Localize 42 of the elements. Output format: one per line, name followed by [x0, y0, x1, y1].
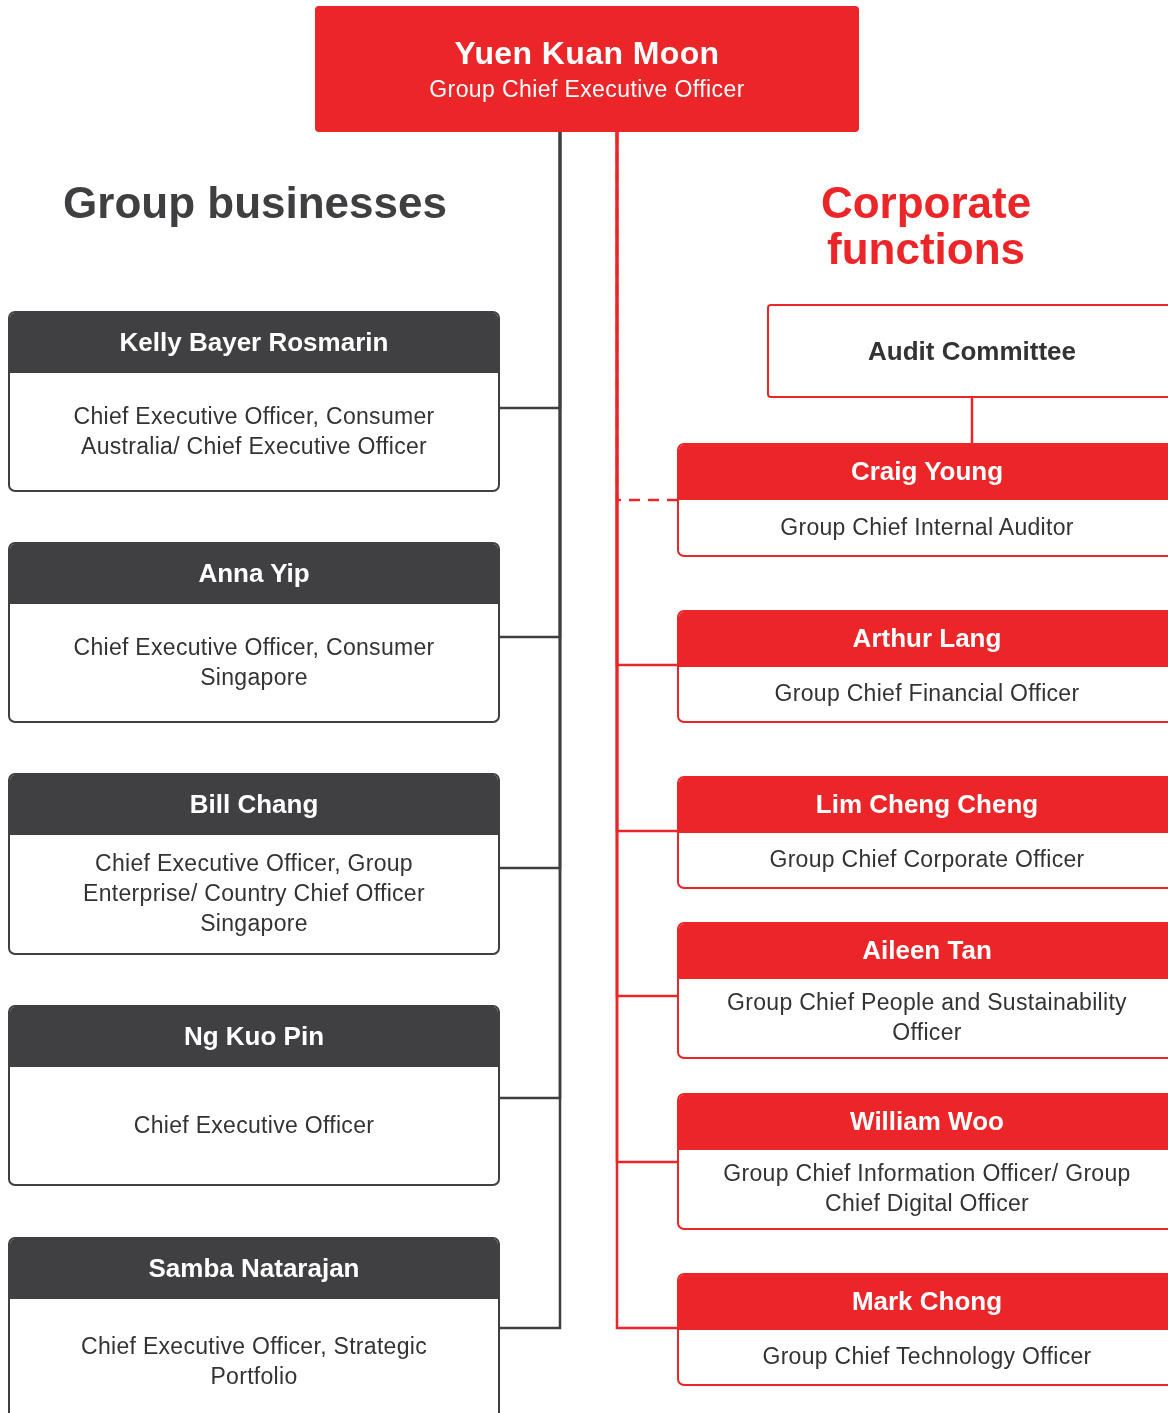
name-banner: Samba Natarajan	[10, 1239, 498, 1299]
org-card	[767, 304, 1168, 398]
committee-name: Audit Committee	[868, 335, 1076, 367]
org-card	[677, 610, 1168, 723]
job-title: Chief Executive Officer	[133, 1110, 375, 1140]
org-card	[677, 922, 1168, 1059]
org-card	[677, 776, 1168, 889]
job-title: Group Chief Technology Officer	[762, 1342, 1092, 1372]
org-card	[315, 6, 859, 132]
name-banner: Kelly Bayer Rosmarin	[10, 313, 498, 373]
org-card	[8, 1005, 500, 1186]
job-title: Chief Executive Officer, Group Enterprise/ Country Chief Officer Singapore	[82, 849, 426, 938]
org-card	[677, 1273, 1168, 1386]
job-title: Chief Executive Officer, Consumer Australia/ Chief Executive Officer	[72, 401, 436, 461]
org-card	[8, 773, 500, 955]
name-banner: Bill Chang	[10, 775, 498, 835]
org-card	[8, 542, 500, 723]
name-banner: Aileen Tan	[679, 924, 1168, 979]
job-title: Group Chief Corporate Officer	[769, 845, 1085, 875]
name-banner: Lim Cheng Cheng	[679, 778, 1168, 833]
name-banner: Ng Kuo Pin	[10, 1007, 498, 1067]
section-heading: Corporate functions	[819, 180, 1033, 273]
name-banner: Anna Yip	[10, 544, 498, 604]
name-banner: Mark Chong	[679, 1275, 1168, 1330]
job-title: Chief Executive Officer, Strategic Portfolio	[80, 1332, 428, 1391]
person-name: Yuen Kuan Moon	[454, 35, 720, 72]
org-card	[8, 1237, 500, 1413]
org-card	[8, 311, 500, 492]
org-card	[677, 1093, 1168, 1230]
job-title: Chief Executive Officer, Consumer Singapore	[72, 632, 436, 692]
name-banner: Arthur Lang	[679, 612, 1168, 667]
name-banner: Craig Young	[679, 445, 1168, 500]
connector-line	[500, 132, 562, 1330]
connector-line	[970, 398, 974, 443]
job-title: Group Chief Internal Auditor	[780, 512, 1074, 542]
section-heading: Group businesses	[62, 180, 448, 227]
name-banner: William Woo	[679, 1095, 1168, 1150]
job-title: Group Chief Executive Officer	[429, 76, 745, 103]
job-title: Group Chief Financial Officer	[774, 679, 1080, 709]
org-card	[677, 443, 1168, 557]
job-title: Group Chief Information Officer/ Group Chief Digital Officer	[722, 1159, 1132, 1218]
job-title: Group Chief People and Sustainability Officer	[726, 988, 1128, 1047]
